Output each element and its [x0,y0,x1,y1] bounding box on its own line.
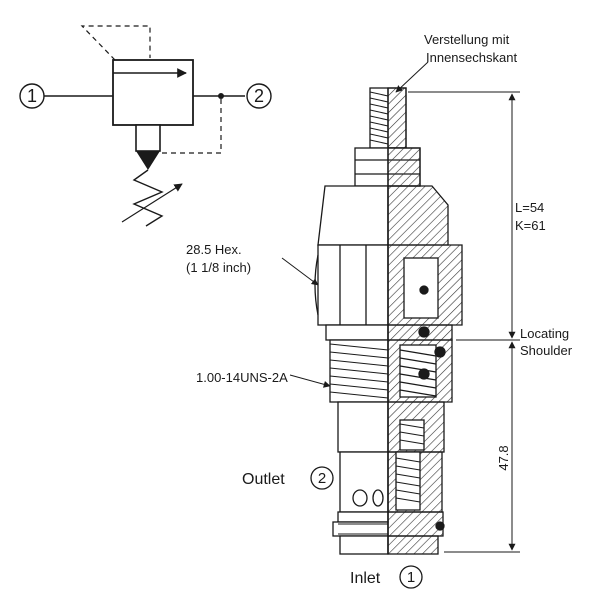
hex-label-line1: 28.5 Hex. [186,242,242,257]
inlet-port-number: 1 [407,569,415,586]
hydraulic-symbol: 1 2 [19,25,272,227]
port-1-label: 1 [27,86,37,106]
length-k-label: K=61 [515,218,546,233]
adjust-screw-threads [369,91,389,145]
outlet-port-number: 2 [318,470,326,487]
dimensions [408,91,520,553]
thread-label: 1.00-14UNS-2A [196,370,288,385]
locating-label-line1: Locating [520,326,569,341]
port-2-label: 2 [254,86,264,106]
body-threads [329,343,389,399]
dim-lower-label: 47.8 [496,445,511,470]
inlet-label: Inlet [350,570,381,587]
outlet-label-group: Outlet 2 [242,466,334,490]
port-2-marker: 2 [246,83,272,109]
main-spring [399,349,437,397]
inlet-label-group: Inlet 1 [350,565,423,589]
cartridge-valve [314,87,463,555]
adjustment-label-line1: Verstellung mit [424,32,510,47]
junction-dot [218,93,224,99]
hex-label-line2: (1 1/8 inch) [186,260,251,275]
locating-label-line2: Shoulder [520,343,573,358]
outlet-label: Outlet [242,471,285,488]
port-1-marker: 1 [19,83,45,109]
length-l-label: L=54 [515,200,544,215]
valve-envelope [112,59,194,126]
leaders [281,61,429,388]
adjustment-label-line2: Innensechskant [426,50,517,65]
